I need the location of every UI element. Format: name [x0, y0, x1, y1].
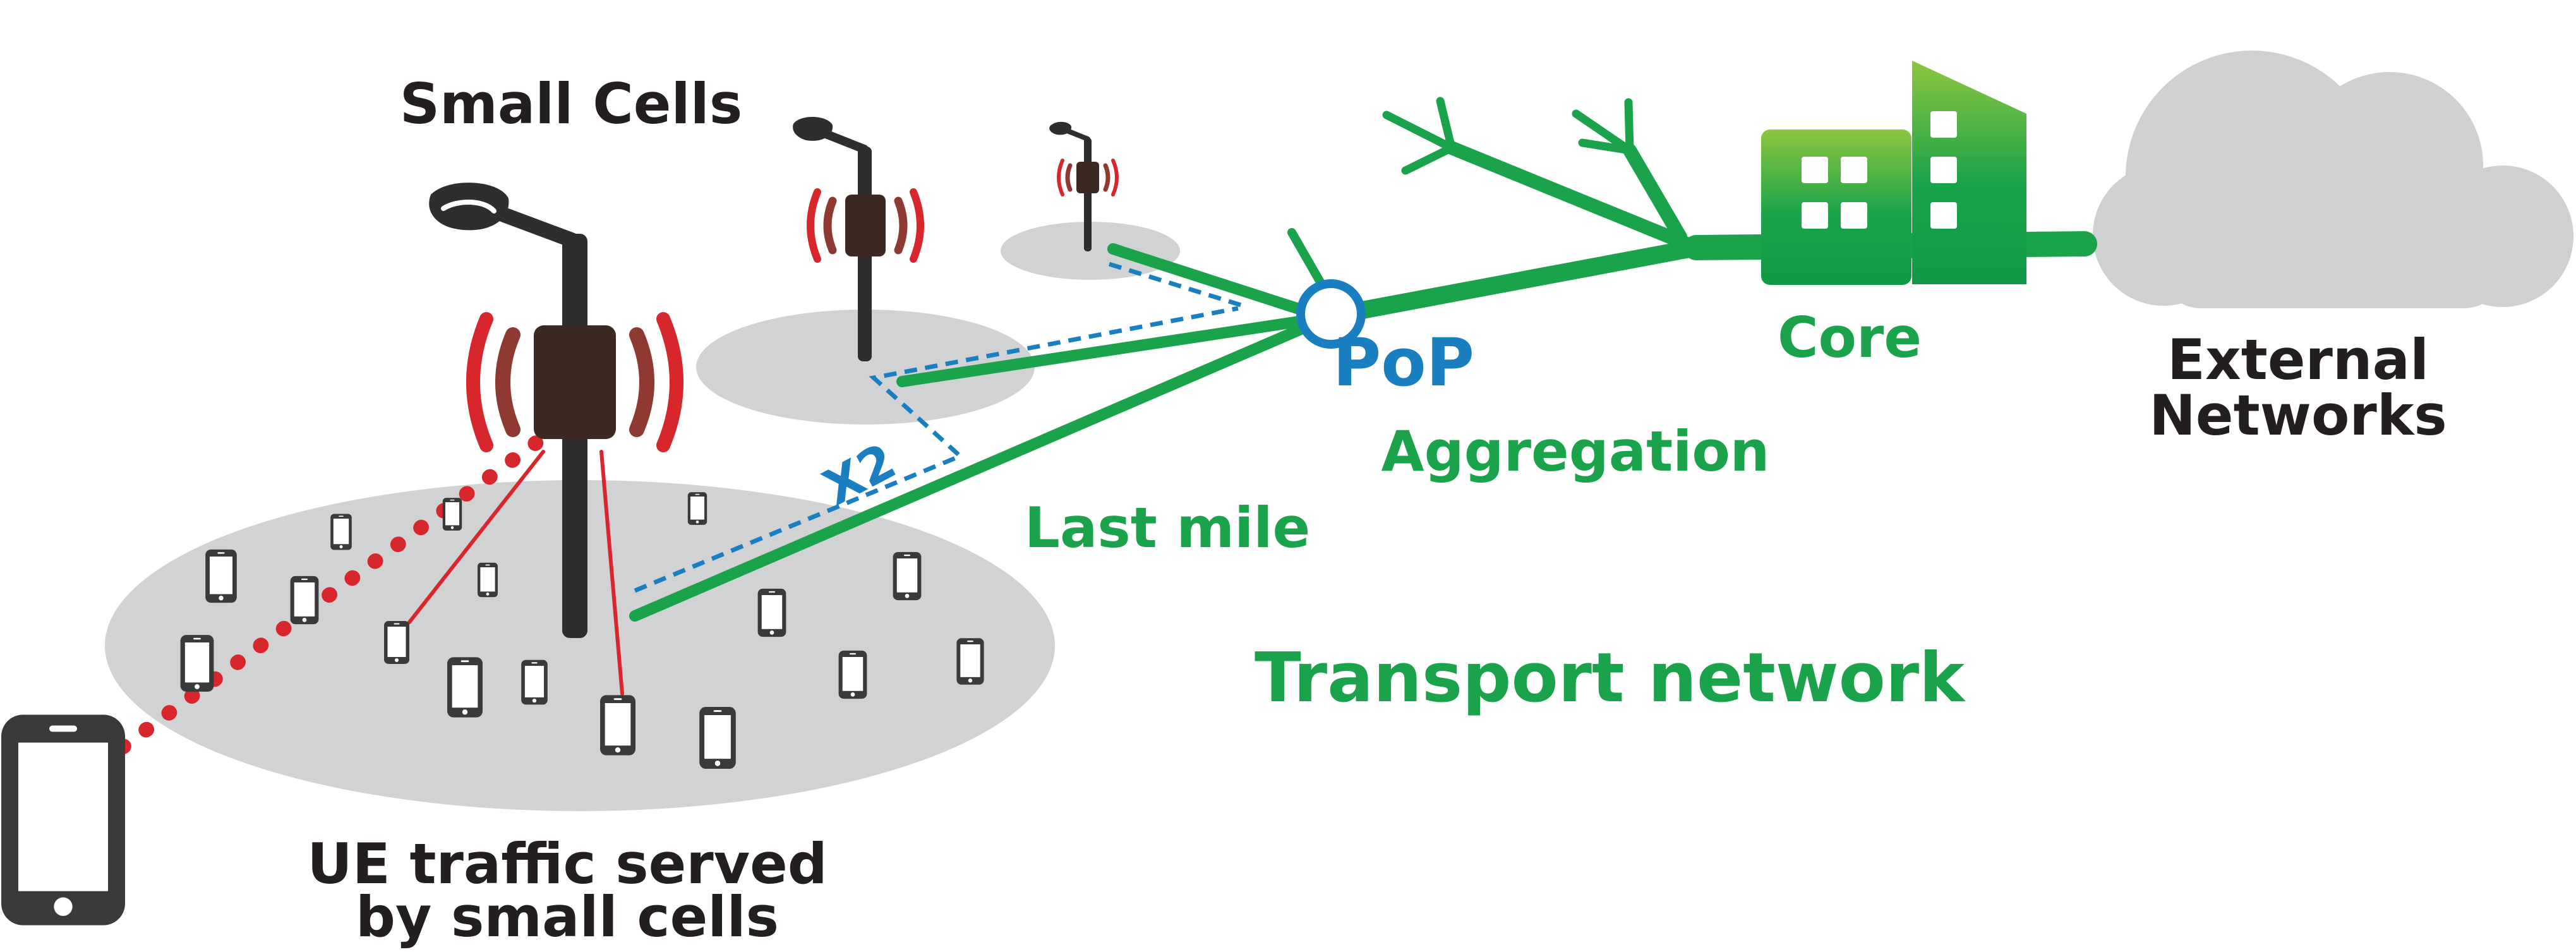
smartphone-icon [600, 695, 635, 756]
mid-coverage-area [696, 310, 1035, 425]
core-backbone-link [1323, 239, 1705, 325]
building-icon [1761, 61, 2026, 285]
last-mile-link-far [1107, 243, 1322, 320]
smartphone-icon [838, 650, 867, 699]
smartphone-icon [180, 635, 214, 692]
radio-waves-icon [466, 312, 683, 452]
ue-traffic-label-line2: by small cells [356, 884, 779, 949]
smartphone-icon [384, 621, 409, 664]
smartphone-icon [205, 549, 237, 603]
last-mile-label: Last mile [1025, 495, 1310, 560]
smartphone-icon [1, 714, 125, 925]
radio-waves-icon [1057, 159, 1119, 196]
smartphone-icon [330, 514, 352, 550]
last-mile-link-main [629, 315, 1326, 622]
street-lamp-icon [429, 183, 616, 638]
smartphone-icon [521, 660, 548, 705]
ue-traffic-label-line1: UE traffic served [307, 831, 828, 896]
aggregation-label: Aggregation [1381, 419, 1770, 484]
street-lamp-icon [1049, 121, 1099, 251]
smartphone-icon [687, 492, 707, 525]
cloud-icon [2093, 51, 2573, 308]
main-coverage-area [105, 480, 1055, 811]
external-networks-label-line2: Networks [2149, 383, 2447, 448]
smartphone-icon [478, 562, 498, 598]
external-networks-label-line1: External [2167, 327, 2429, 392]
smartphone-icon [699, 707, 736, 769]
ue-radio-links [116, 435, 624, 754]
small-cells-label: Small Cells [400, 71, 742, 136]
smartphone-icon [757, 588, 786, 637]
smartphone-icon [290, 575, 319, 625]
pop-label: PoP [1333, 324, 1474, 401]
aggregation-branches [1382, 97, 1703, 255]
smartphone-icon [893, 551, 922, 601]
pop-node-icon [1296, 279, 1366, 349]
street-lamp-icon [793, 116, 886, 361]
smartphone-icon [447, 657, 483, 718]
smartphone-icon [442, 498, 462, 531]
radio-waves-icon [807, 188, 924, 263]
x2-links [634, 262, 1244, 593]
last-mile-link-mid [896, 313, 1321, 387]
core-label: Core [1778, 305, 1922, 370]
transport-network-label: Transport network [1255, 639, 1966, 718]
smartphone-icon [956, 638, 984, 685]
pop-spur-link [1287, 228, 1328, 292]
